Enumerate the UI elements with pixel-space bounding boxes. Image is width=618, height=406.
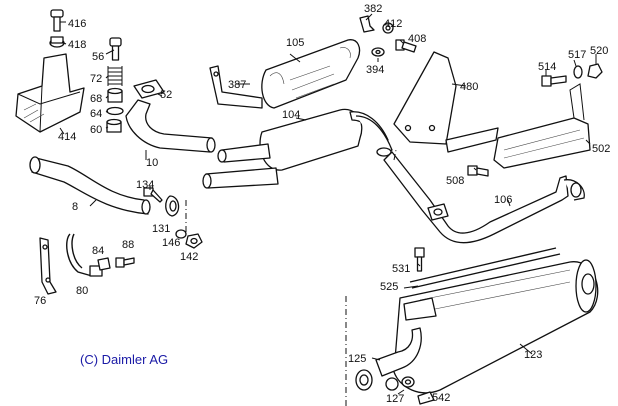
label-502: 502: [592, 143, 610, 155]
bracket-76: [39, 237, 57, 295]
washer-64: [106, 106, 124, 116]
clamp-127: [385, 376, 415, 391]
label-106: 106: [494, 194, 512, 206]
label-142: 142: [180, 251, 198, 263]
label-394: 394: [366, 64, 384, 76]
label-382: 382: [364, 3, 382, 15]
label-131: 131: [152, 223, 170, 235]
strap-525: [409, 247, 561, 289]
nut-60: [106, 118, 122, 133]
label-514: 514: [538, 61, 556, 73]
gasket-52: [133, 79, 165, 99]
rear-muffler-123: [393, 259, 599, 394]
clamp-542: [417, 391, 435, 405]
pipe-125: [355, 327, 422, 391]
nut-520: [587, 63, 603, 79]
label-387: 387: [228, 79, 246, 91]
bolt-134: [143, 187, 163, 203]
spring-72: [107, 66, 123, 86]
label-104: 104: [282, 109, 300, 121]
label-72: 72: [90, 73, 102, 85]
washer-412: [382, 22, 394, 34]
label-134: 134: [136, 179, 154, 191]
label-508: 508: [446, 175, 464, 187]
label-125: 125: [348, 353, 366, 365]
pipe-10: [125, 99, 216, 153]
copyright-text: (C) Daimler AG: [80, 352, 168, 367]
label-408: 408: [408, 33, 426, 45]
nut-142: [185, 233, 203, 249]
label-8: 8: [72, 201, 78, 213]
screw-508: [467, 165, 489, 177]
label-64: 64: [90, 108, 102, 120]
hanger-80: [66, 233, 103, 277]
heat-shield-105: [261, 39, 361, 109]
label-127: 127: [386, 393, 404, 405]
label-418: 418: [68, 39, 86, 51]
label-416: 416: [68, 18, 86, 30]
screw-514: [541, 75, 567, 87]
front-muffler-104: [202, 108, 393, 189]
bracket-387: [209, 65, 263, 109]
label-60: 60: [90, 124, 102, 136]
bracket-480: [393, 51, 499, 153]
washer-146: [175, 229, 187, 239]
label-542: 542: [432, 392, 450, 404]
label-525: 525: [380, 281, 398, 293]
label-517: 517: [568, 49, 586, 61]
nut-84: [97, 257, 111, 271]
label-412: 412: [384, 18, 402, 30]
washer-394: [371, 47, 385, 57]
clamp-131: [165, 195, 180, 217]
label-531: 531: [392, 263, 410, 275]
label-414: 414: [58, 131, 76, 143]
sleeve-68: [107, 87, 123, 103]
washer-517: [573, 65, 583, 79]
screw-416: [50, 9, 64, 32]
label-123: 123: [524, 349, 542, 361]
label-105: 105: [286, 37, 304, 49]
label-56: 56: [92, 51, 104, 63]
label-520: 520: [590, 45, 608, 57]
intermediate-pipe-106: [383, 151, 585, 244]
nut-418: [49, 36, 65, 48]
bracket-414: [15, 53, 85, 133]
screw-88: [115, 257, 135, 268]
label-52: 52: [160, 89, 172, 101]
label-80: 80: [76, 285, 88, 297]
label-76: 76: [34, 295, 46, 307]
label-68: 68: [90, 93, 102, 105]
bracket-382: [359, 15, 375, 33]
label-480: 480: [460, 81, 478, 93]
screw-531: [414, 247, 425, 272]
label-146: 146: [162, 237, 180, 249]
label-10: 10: [146, 157, 158, 169]
heat-shield-502: [493, 83, 591, 169]
label-84: 84: [92, 245, 104, 257]
screw-56: [109, 37, 122, 61]
pipe-8: [29, 156, 151, 215]
label-88: 88: [122, 239, 134, 251]
